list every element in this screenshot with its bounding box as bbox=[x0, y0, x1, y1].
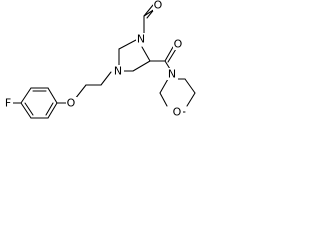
acetyl-oxygen-atom: O bbox=[153, 0, 164, 12]
acetyl-oxygen-label: O bbox=[154, 0, 163, 12]
piperazine-n1-atom: N bbox=[136, 33, 147, 46]
morpholine-n-atom: N bbox=[167, 68, 178, 81]
ether-oxygen-label: O bbox=[67, 97, 76, 110]
morpholine-n-label: N bbox=[168, 68, 176, 81]
piperazine-n4-label: N bbox=[114, 65, 122, 78]
carbonyl-oxygen-label: O bbox=[174, 38, 183, 51]
morpholine-o-atom: O bbox=[172, 106, 183, 119]
ethoxy-linker bbox=[56, 71, 112, 104]
fluorophenyl-ring bbox=[20, 87, 58, 119]
piperazine-n4-atom: N bbox=[113, 65, 124, 78]
ether-oxygen-atom: O bbox=[66, 97, 77, 110]
piperazine-n1-label: N bbox=[137, 33, 145, 46]
fluorine-label: F bbox=[5, 97, 11, 110]
amide-carbonyl bbox=[149, 46, 177, 70]
morpholine-o-label: O bbox=[173, 106, 182, 119]
fluorine-atom: F bbox=[3, 97, 13, 110]
carbonyl-oxygen-atom: O bbox=[173, 38, 184, 51]
molecule-structure: F O N N O O N O bbox=[3, 0, 196, 119]
